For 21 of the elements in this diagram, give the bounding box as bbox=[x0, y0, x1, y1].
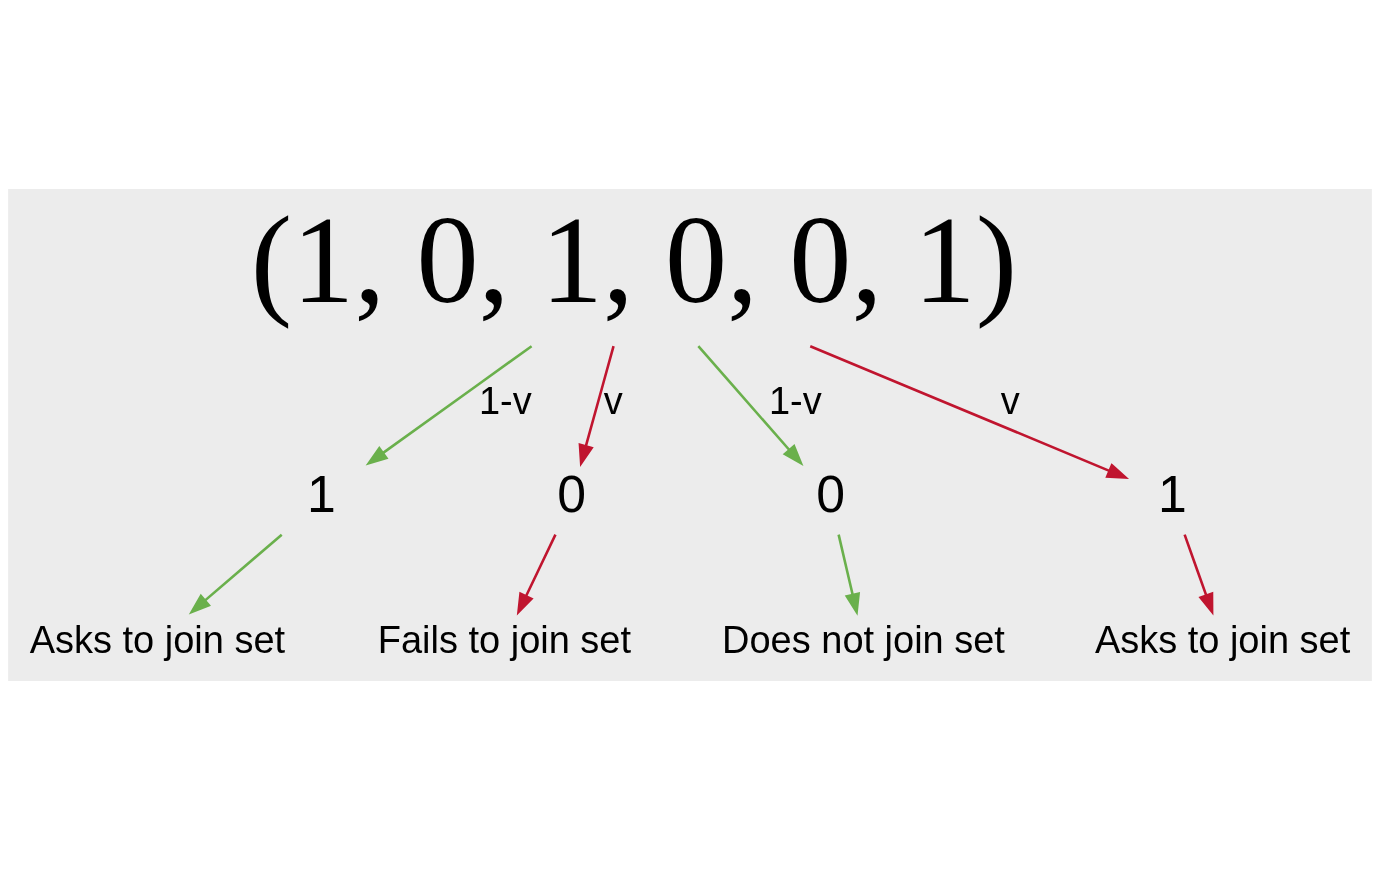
edge-label: v bbox=[603, 379, 623, 422]
node-text: Does not join set bbox=[722, 618, 1005, 661]
node-text: 1 bbox=[1158, 464, 1187, 523]
arrow bbox=[809, 344, 1130, 479]
node-text: Asks to join set bbox=[29, 618, 286, 661]
arrow bbox=[188, 533, 283, 614]
node-text: (1, 0, 1, 0, 0, 1) bbox=[250, 190, 1018, 329]
edge-label: 1-v bbox=[768, 379, 822, 422]
edge-label: v bbox=[1000, 379, 1020, 422]
node-text: 0 bbox=[557, 464, 587, 523]
edge-label: 1-v bbox=[478, 379, 532, 422]
arrow bbox=[365, 344, 533, 465]
node-text: 0 bbox=[816, 464, 846, 523]
node-text: 1 bbox=[307, 464, 336, 523]
arrow bbox=[516, 533, 557, 615]
node-text: Asks to join set bbox=[1094, 618, 1351, 661]
node-text: Fails to join set bbox=[377, 618, 632, 661]
arrow bbox=[1183, 533, 1214, 616]
arrow bbox=[697, 344, 804, 466]
arrow bbox=[578, 345, 615, 467]
arrow bbox=[837, 533, 861, 616]
